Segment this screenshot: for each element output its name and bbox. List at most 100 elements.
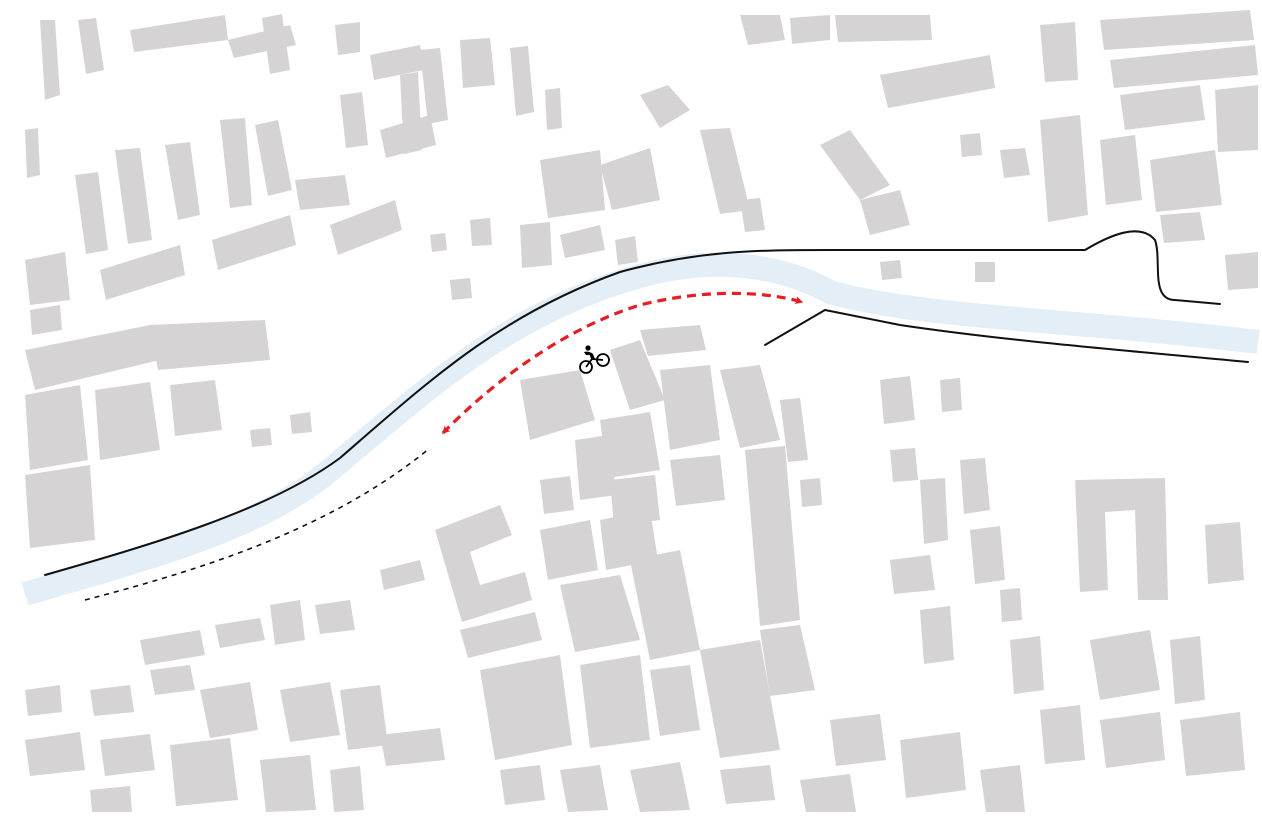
- building: [25, 465, 95, 548]
- building: [212, 215, 296, 270]
- building: [880, 55, 995, 108]
- building: [220, 118, 252, 208]
- building: [270, 600, 305, 645]
- building: [760, 625, 815, 696]
- building: [670, 455, 725, 506]
- building: [290, 412, 312, 434]
- building: [25, 685, 62, 716]
- building: [835, 15, 932, 42]
- building: [600, 148, 660, 210]
- building: [540, 476, 574, 514]
- building: [250, 428, 272, 447]
- building: [800, 478, 822, 507]
- building: [890, 448, 918, 482]
- building: [370, 45, 424, 80]
- building: [560, 225, 605, 258]
- building: [880, 376, 915, 424]
- cycling-route: [441, 291, 804, 435]
- building: [1110, 45, 1258, 88]
- building: [920, 606, 954, 664]
- building: [150, 320, 270, 370]
- building: [75, 172, 108, 254]
- building: [340, 685, 388, 750]
- building: [25, 732, 85, 776]
- building: [1000, 588, 1022, 622]
- building: [330, 200, 402, 255]
- building: [115, 148, 152, 244]
- building: [960, 458, 990, 514]
- building: [860, 190, 910, 235]
- building: [130, 15, 228, 52]
- building: [1000, 148, 1030, 178]
- building: [540, 520, 598, 580]
- building: [480, 655, 572, 760]
- building: [830, 714, 886, 766]
- building: [1225, 252, 1258, 290]
- building: [700, 640, 780, 758]
- building: [790, 15, 830, 44]
- building: [980, 765, 1025, 812]
- building: [1075, 478, 1168, 600]
- building: [940, 378, 962, 412]
- building: [700, 128, 750, 214]
- building: [650, 665, 700, 736]
- building: [920, 478, 948, 544]
- building: [335, 22, 360, 55]
- building: [470, 218, 492, 246]
- building: [100, 245, 185, 300]
- building: [540, 150, 605, 218]
- building: [630, 762, 690, 812]
- building: [25, 325, 160, 390]
- building: [1180, 712, 1245, 776]
- building: [95, 382, 160, 460]
- building: [1040, 115, 1088, 222]
- building: [1010, 636, 1044, 694]
- building: [1040, 705, 1085, 764]
- building: [430, 233, 447, 252]
- building: [170, 380, 222, 436]
- building: [90, 685, 134, 716]
- building: [1040, 22, 1078, 82]
- building: [890, 555, 935, 594]
- building: [600, 510, 658, 570]
- building: [460, 38, 495, 88]
- building: [545, 88, 562, 130]
- river-north-bank: [44, 230, 1221, 576]
- building: [740, 198, 765, 232]
- building: [260, 755, 316, 812]
- river-water: [21, 252, 1260, 606]
- building: [1170, 636, 1205, 704]
- building: [1100, 10, 1254, 50]
- building: [295, 175, 350, 210]
- building: [170, 738, 238, 806]
- building: [660, 365, 720, 450]
- building: [720, 765, 775, 804]
- building: [435, 505, 532, 622]
- building: [330, 766, 364, 812]
- building: [30, 305, 62, 335]
- building: [200, 682, 258, 738]
- building: [800, 774, 856, 812]
- building: [970, 526, 1005, 584]
- building: [315, 600, 355, 634]
- building-footprints: [25, 10, 1258, 812]
- building: [640, 85, 690, 128]
- building: [450, 278, 472, 300]
- building: [140, 630, 205, 665]
- building: [460, 612, 542, 658]
- building: [380, 560, 425, 590]
- building: [280, 682, 340, 742]
- building: [1205, 522, 1244, 584]
- building: [380, 728, 445, 766]
- bicycle-rider-icon: [579, 345, 610, 374]
- building: [500, 765, 545, 805]
- building: [165, 142, 200, 220]
- building: [25, 128, 40, 178]
- building: [580, 655, 650, 748]
- building: [150, 665, 195, 695]
- building: [960, 133, 982, 157]
- building: [510, 46, 534, 116]
- building: [745, 446, 800, 626]
- building: [25, 385, 88, 470]
